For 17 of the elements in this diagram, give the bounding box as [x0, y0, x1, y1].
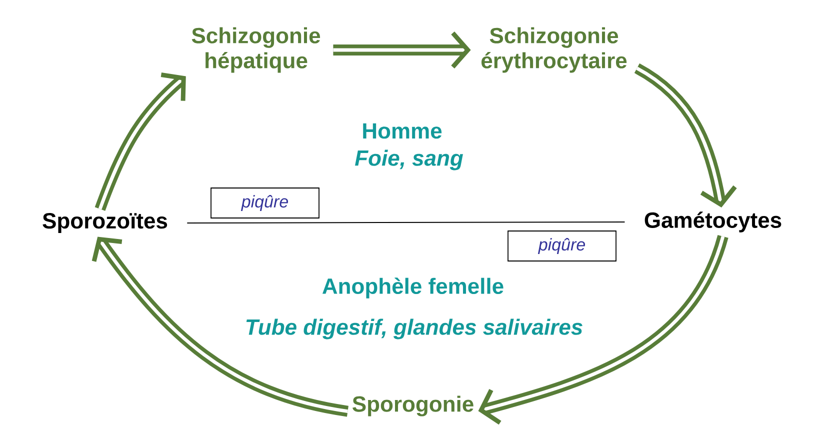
cycle-arrow	[94, 72, 186, 211]
region-label: Anophèle femelle	[322, 278, 504, 298]
annotation-box: piqûre	[210, 188, 320, 218]
stage-label: Schizogonie érythrocytaire	[482, 27, 627, 73]
divider-line	[186, 222, 626, 224]
region-label: Homme	[363, 123, 442, 139]
region-label: Tube digestif, glandes salivaires	[246, 318, 582, 340]
cycle-arrow	[92, 236, 349, 417]
stage-label: Sporogonie	[352, 396, 474, 416]
cycle-arrow	[478, 234, 728, 425]
annotation-box: piqûre	[508, 230, 616, 262]
stage-label: Schizogonie hépatique	[192, 27, 320, 73]
cycle-arrow	[634, 63, 737, 208]
stage-label: Sporozoïtes	[42, 213, 168, 233]
cycle-arrow	[333, 32, 471, 68]
stage-label: Gamétocytes	[644, 212, 782, 232]
region-label: Foie, sang	[355, 150, 464, 170]
